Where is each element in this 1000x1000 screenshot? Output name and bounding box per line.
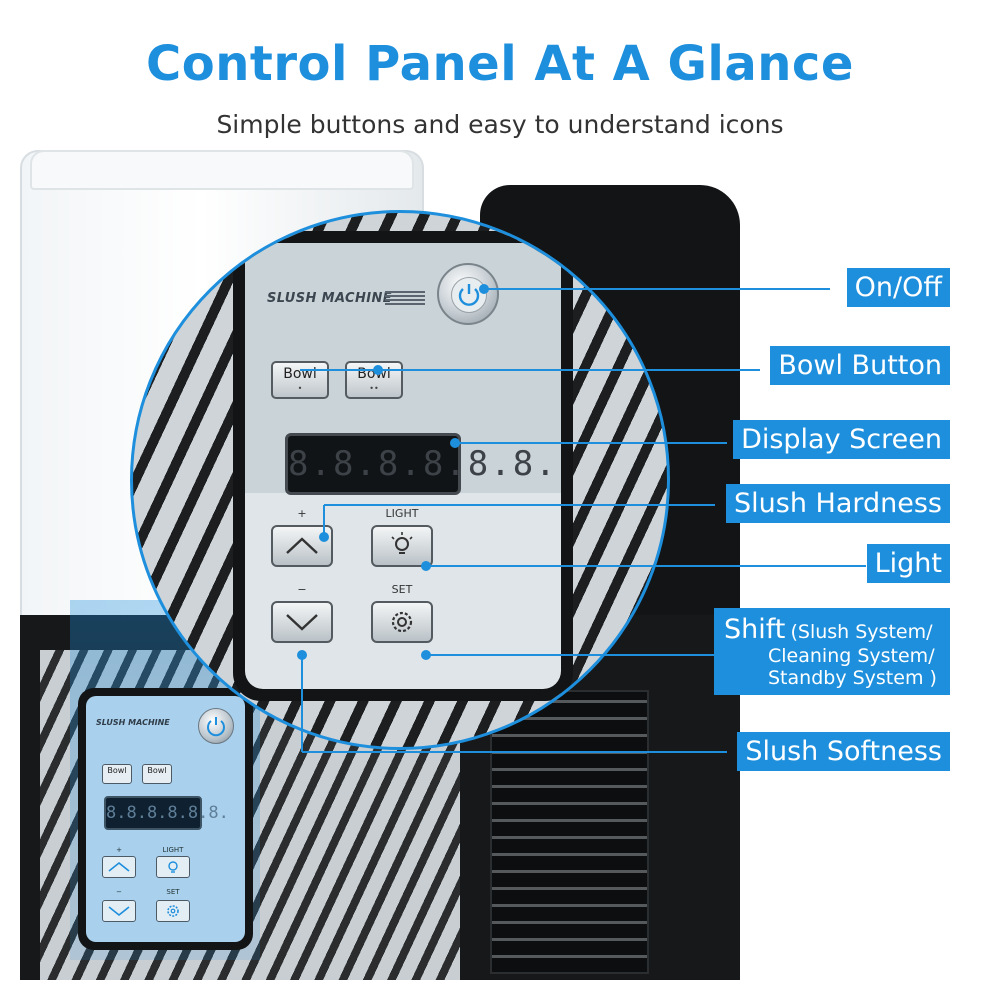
chevron-up-icon	[108, 861, 130, 872]
small-down-button[interactable]	[102, 900, 136, 922]
gear-icon	[391, 611, 413, 633]
callout-shift-detail-3: Standby System )	[768, 667, 937, 689]
bowl-button-label: Bowl	[357, 366, 391, 382]
small-display-screen: 8.8.8.8.8.8.	[104, 796, 229, 830]
brand-label: SLUSH MACHINE	[267, 291, 393, 306]
small-set-label: SET	[166, 888, 180, 896]
power-icon	[458, 284, 480, 306]
callout-slush-softness: Slush Softness	[737, 732, 950, 771]
small-bowl-label: Bowl	[147, 766, 167, 775]
side-vent	[490, 690, 649, 974]
minus-label: −	[297, 583, 307, 596]
chevron-down-icon	[286, 614, 318, 631]
zoom-magnifier: SLUSH MACHINE Bowl • Bowl •• 8.8.8.8.8.8…	[130, 210, 670, 750]
bowl-button-1[interactable]: Bowl •	[271, 361, 329, 399]
callout-shift-detail-1: (Slush System/	[790, 621, 933, 643]
callout-slush-hardness: Slush Hardness	[726, 484, 950, 523]
light-bulb-icon	[391, 532, 413, 554]
power-button-face	[451, 277, 487, 313]
callout-display-screen: Display Screen	[733, 420, 950, 459]
light-bulb-icon	[168, 861, 178, 873]
chevron-down-icon	[108, 906, 130, 917]
small-bowl-button-2[interactable]: Bowl	[142, 764, 172, 784]
callout-on-off: On/Off	[846, 268, 950, 307]
bowl-button-label: Bowl	[283, 366, 317, 382]
callout-shift-label: Shift	[724, 614, 786, 645]
hopper-lid	[30, 150, 414, 190]
power-icon	[207, 717, 225, 737]
hardness-up-button[interactable]	[271, 525, 333, 567]
small-control-panel: SLUSH MACHINE Bowl Bowl 8.8.8.8.8.8. + L…	[86, 696, 245, 942]
power-button[interactable]	[437, 263, 499, 325]
small-minus-label: −	[116, 888, 122, 896]
set-button[interactable]	[371, 601, 433, 643]
small-bowl-label: Bowl	[107, 766, 127, 775]
brand-stripes	[385, 289, 425, 305]
bowl-indicator-dots: ••	[369, 384, 379, 393]
small-set-button[interactable]	[156, 900, 190, 922]
page-title: Control Panel At A Glance	[146, 36, 854, 92]
small-light-button[interactable]	[156, 856, 190, 878]
small-panel-brand: SLUSH MACHINE	[96, 718, 170, 727]
display-screen: 8.8.8.8.8.8.	[285, 433, 556, 495]
small-up-button[interactable]	[102, 856, 136, 878]
set-label: SET	[391, 583, 413, 596]
callout-bowl-button: Bowl Button	[770, 346, 950, 385]
softness-down-button[interactable]	[271, 601, 333, 643]
control-panel: SLUSH MACHINE Bowl • Bowl •• 8.8.8.8.8.8…	[245, 243, 561, 689]
plus-label: +	[297, 507, 307, 520]
callout-light: Light	[866, 544, 950, 583]
light-label: LIGHT	[385, 507, 419, 520]
bowl-indicator-dots: •	[297, 384, 303, 393]
chevron-up-icon	[286, 537, 318, 554]
small-plus-label: +	[116, 846, 122, 854]
small-bowl-button-1[interactable]: Bowl	[102, 764, 132, 784]
small-light-label: LIGHT	[162, 846, 184, 854]
small-power-button[interactable]	[198, 708, 234, 744]
bowl-button-2[interactable]: Bowl ••	[345, 361, 403, 399]
light-button[interactable]	[371, 525, 433, 567]
callout-shift: Shift (Slush System/ Cleaning System/ St…	[714, 608, 950, 695]
callout-shift-detail-2: Cleaning System/	[768, 645, 935, 667]
gear-icon	[167, 905, 179, 917]
page-subtitle: Simple buttons and easy to understand ic…	[216, 110, 784, 139]
